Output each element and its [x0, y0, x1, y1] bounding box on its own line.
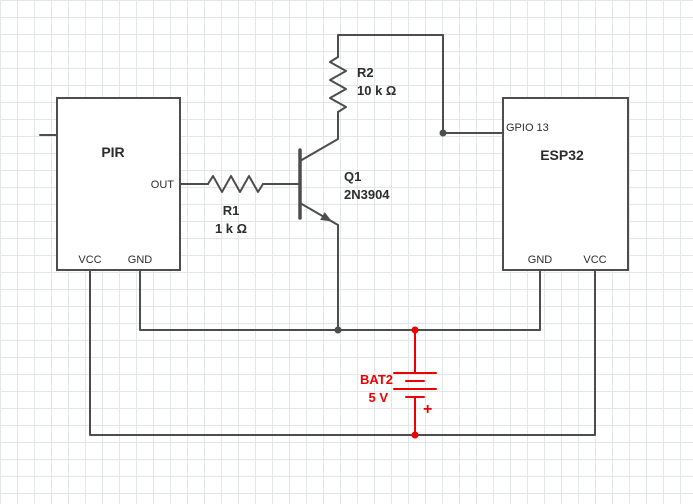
esp32-pin-gnd-label: GND — [528, 254, 553, 266]
pir-pin-out-label: OUT — [151, 179, 175, 191]
wire-top-rail-to-gpio[interactable] — [337, 34, 504, 134]
q1-collector-diagonal[interactable] — [299, 138, 339, 162]
esp32-component[interactable]: GPIO 13 ESP32 GND VCC — [502, 97, 629, 271]
esp32-label: ESP32 — [540, 147, 584, 163]
bat2-plus-label: + — [423, 401, 432, 418]
bat2-value-label: 5 V — [368, 390, 388, 405]
esp32-pin-vcc-label: VCC — [583, 254, 606, 266]
r2-zigzag[interactable] — [329, 56, 347, 113]
bat2-top-junction-dot — [411, 326, 419, 334]
q1-part-label: 2N3904 — [344, 187, 390, 202]
r2-value-label: 10 k Ω — [357, 83, 396, 98]
emitter-ground-junction-dot — [334, 326, 342, 334]
q1-emitter-arrow-icon — [320, 212, 332, 222]
q1-name-label: Q1 — [344, 169, 361, 184]
pir-component[interactable]: PIR OUT VCC GND — [56, 97, 181, 271]
esp32-pin-gpio-label: GPIO 13 — [506, 122, 549, 134]
resistor-r1[interactable]: R1 1 k Ω — [207, 175, 264, 236]
gpio-junction-dot — [439, 129, 447, 137]
pir-pin-vcc-label: VCC — [78, 254, 101, 266]
bat2-name-label: BAT2 — [360, 372, 393, 387]
esp32-body[interactable] — [502, 97, 629, 271]
wire-ground-rail[interactable] — [139, 269, 541, 331]
wire-vcc-rail[interactable] — [89, 269, 596, 436]
pir-pin-gnd-label: GND — [128, 254, 153, 266]
transistor-q1[interactable]: Q1 2N3904 — [298, 111, 390, 331]
r1-value-label: 1 k Ω — [215, 221, 247, 236]
pir-body[interactable] — [56, 97, 181, 271]
r1-zigzag[interactable] — [207, 175, 264, 193]
r1-name-label: R1 — [223, 203, 240, 218]
resistor-r2[interactable]: R2 10 k Ω — [329, 56, 396, 113]
r2-name-label: R2 — [357, 65, 374, 80]
battery-bat2[interactable]: BAT2 5 V + — [360, 326, 437, 439]
bat2-bottom-junction-dot — [411, 431, 419, 439]
q1-emitter-diagonal[interactable] — [299, 202, 339, 226]
pir-label: PIR — [101, 144, 124, 160]
